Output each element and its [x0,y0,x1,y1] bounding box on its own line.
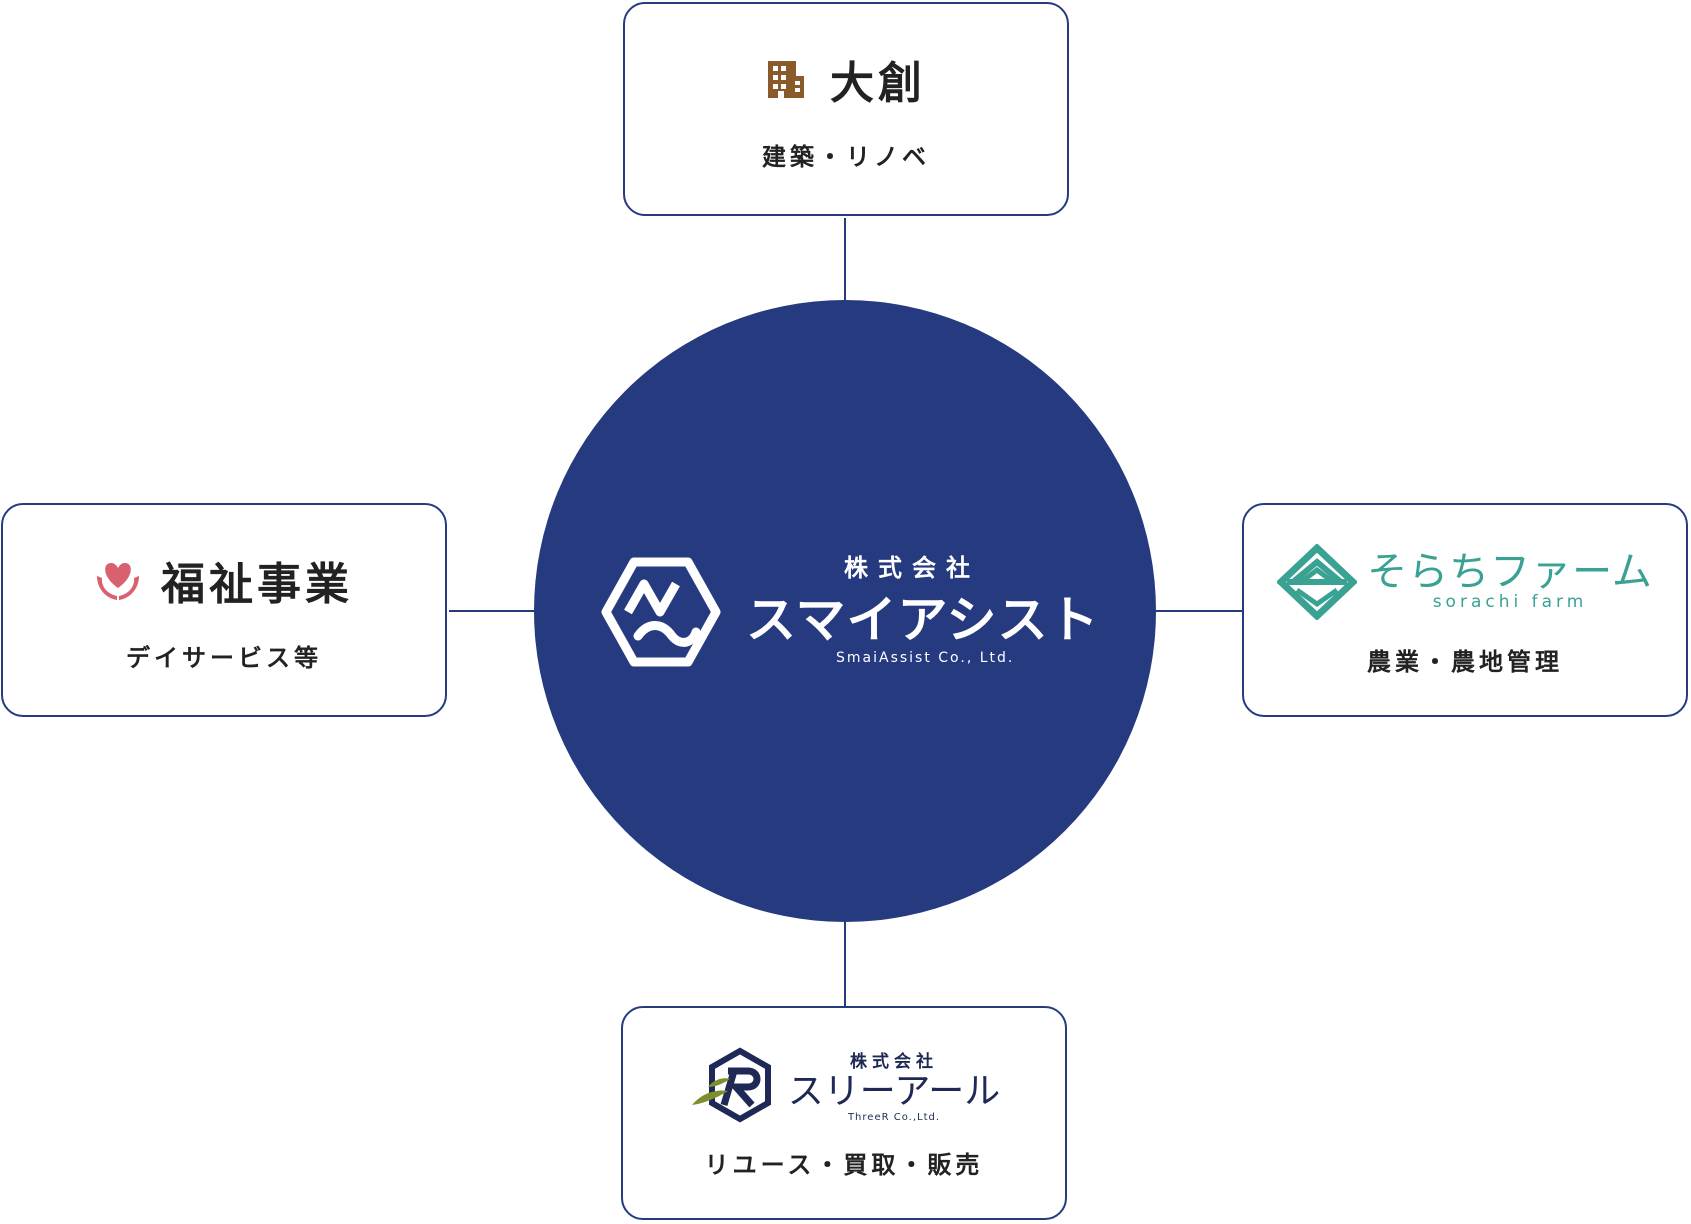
connector-top [844,218,846,300]
threer-logo-icon [691,1047,771,1122]
threer-brand-en: ThreeR Co.,Ltd. [847,1111,941,1123]
sorachi-subtitle: 農業・農地管理 [1367,647,1563,676]
connector-left [449,610,534,612]
connector-right [1156,610,1242,612]
threer-brand: スリーアール [787,1070,1001,1112]
taiso-brand: 大創 [830,57,926,109]
box-sorachi: そらちファーム sorachi farm 農業・農地管理 [1242,503,1688,717]
sorachi-leaf-icon [1277,543,1358,620]
center-company-name: スマイアシスト [746,591,1100,649]
taiso-subtitle: 建築・リノベ [762,142,930,171]
heart-hands-icon [97,562,139,600]
connector-bottom [844,922,846,1006]
welfare-brand: 福祉事業 [161,558,353,610]
building-icon [768,60,804,98]
threer-subtitle: リユース・買取・販売 [704,1150,984,1179]
sorachi-brand-en: sorachi farm [1432,591,1588,612]
smaiassist-logo-icon [601,557,721,667]
sorachi-brand-jp: そらちファーム [1367,548,1653,595]
box-taiso: 大創 建築・リノベ [623,2,1069,216]
center-logo: 株式会社 スマイアシスト SmaiAssist Co., Ltd. [600,550,1100,670]
center-circle [534,300,1156,922]
welfare-subtitle: デイサービス等 [126,643,322,672]
center-kabushiki: 株式会社 [844,554,980,582]
box-welfare: 福祉事業 デイサービス等 [1,503,447,717]
threer-kabushiki: 株式会社 [850,1051,938,1072]
box-threer: 株式会社 スリーアール ThreeR Co.,Ltd. リユース・買取・販売 [621,1006,1067,1220]
center-english-name: SmaiAssist Co., Ltd. [836,650,1015,666]
